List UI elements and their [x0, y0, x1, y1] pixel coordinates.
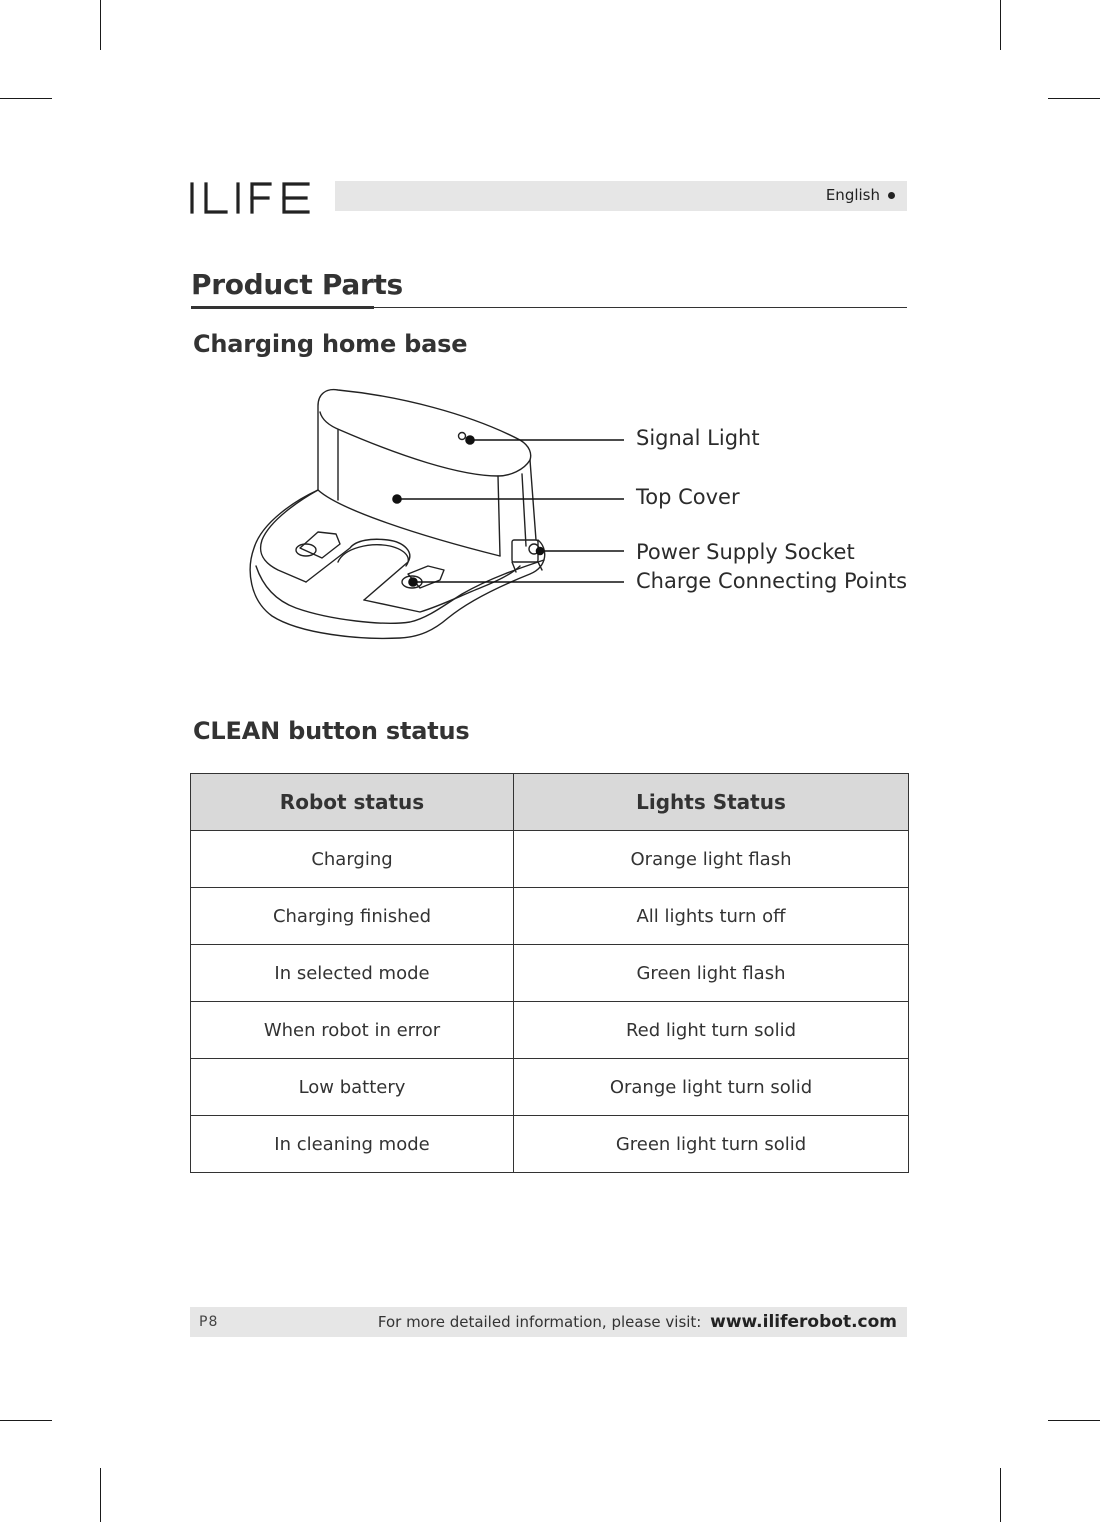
- clean-button-status-table: Robot status Lights Status Charging Oran…: [190, 773, 909, 1173]
- table-row: In selected mode Green light flash: [190, 944, 909, 1002]
- table-row: Charging Orange light flash: [190, 830, 909, 888]
- lights-status-cell: All lights turn off: [513, 887, 909, 945]
- callout-top-cover: Top Cover: [636, 485, 740, 509]
- footer-bar: P8 For more detailed information, please…: [190, 1307, 907, 1337]
- clean-button-title: CLEAN button status: [193, 717, 470, 745]
- footer-info-text: For more detailed information, please vi…: [377, 1313, 702, 1331]
- lights-status-cell: Green light turn solid: [513, 1115, 909, 1173]
- crop-mark: [1048, 98, 1100, 99]
- callout-charge-connecting-points: Charge Connecting Points: [636, 569, 908, 593]
- robot-status-cell: Low battery: [190, 1058, 514, 1116]
- robot-status-cell: When robot in error: [190, 1001, 514, 1059]
- lights-status-cell: Red light turn solid: [513, 1001, 909, 1059]
- crop-mark: [1048, 1420, 1100, 1421]
- table-header-row: Robot status Lights Status: [190, 773, 909, 831]
- lights-status-cell: Orange light turn solid: [513, 1058, 909, 1116]
- table-row: In cleaning mode Green light turn solid: [190, 1115, 909, 1173]
- crop-mark: [100, 1468, 101, 1522]
- column-header-robot-status: Robot status: [190, 773, 514, 831]
- table-row: When robot in error Red light turn solid: [190, 1001, 909, 1059]
- title-underline: [191, 307, 907, 308]
- robot-status-cell: Charging: [190, 830, 514, 888]
- crop-mark: [0, 1420, 52, 1421]
- bullet-icon: [888, 191, 895, 199]
- language-label: English: [826, 186, 895, 204]
- column-header-lights-status: Lights Status: [513, 773, 909, 831]
- language-text: English: [825, 186, 880, 204]
- robot-status-cell: In cleaning mode: [190, 1115, 514, 1173]
- crop-mark: [1000, 1468, 1001, 1522]
- table-row: Charging finished All lights turn off: [190, 887, 909, 945]
- page-number: P8: [199, 1314, 219, 1330]
- lights-status-cell: Orange light flash: [513, 830, 909, 888]
- title-underline-accent: [191, 306, 374, 309]
- page-title: Product Parts: [191, 268, 403, 301]
- table-row: Low battery Orange light turn solid: [190, 1058, 909, 1116]
- header-bar: English: [335, 181, 907, 211]
- crop-mark: [0, 98, 52, 99]
- crop-mark: [1000, 0, 1001, 50]
- website-link[interactable]: www.iliferobot.com: [710, 1312, 897, 1332]
- robot-status-cell: Charging finished: [190, 887, 514, 945]
- callout-signal-light: Signal Light: [636, 426, 760, 450]
- crop-mark: [100, 0, 101, 50]
- robot-status-cell: In selected mode: [190, 944, 514, 1002]
- callout-power-supply-socket: Power Supply Socket: [636, 540, 855, 564]
- footer-info: For more detailed information, please vi…: [378, 1312, 897, 1332]
- charging-base-title: Charging home base: [193, 330, 468, 358]
- ilife-logo: [190, 182, 310, 214]
- lights-status-cell: Green light flash: [513, 944, 909, 1002]
